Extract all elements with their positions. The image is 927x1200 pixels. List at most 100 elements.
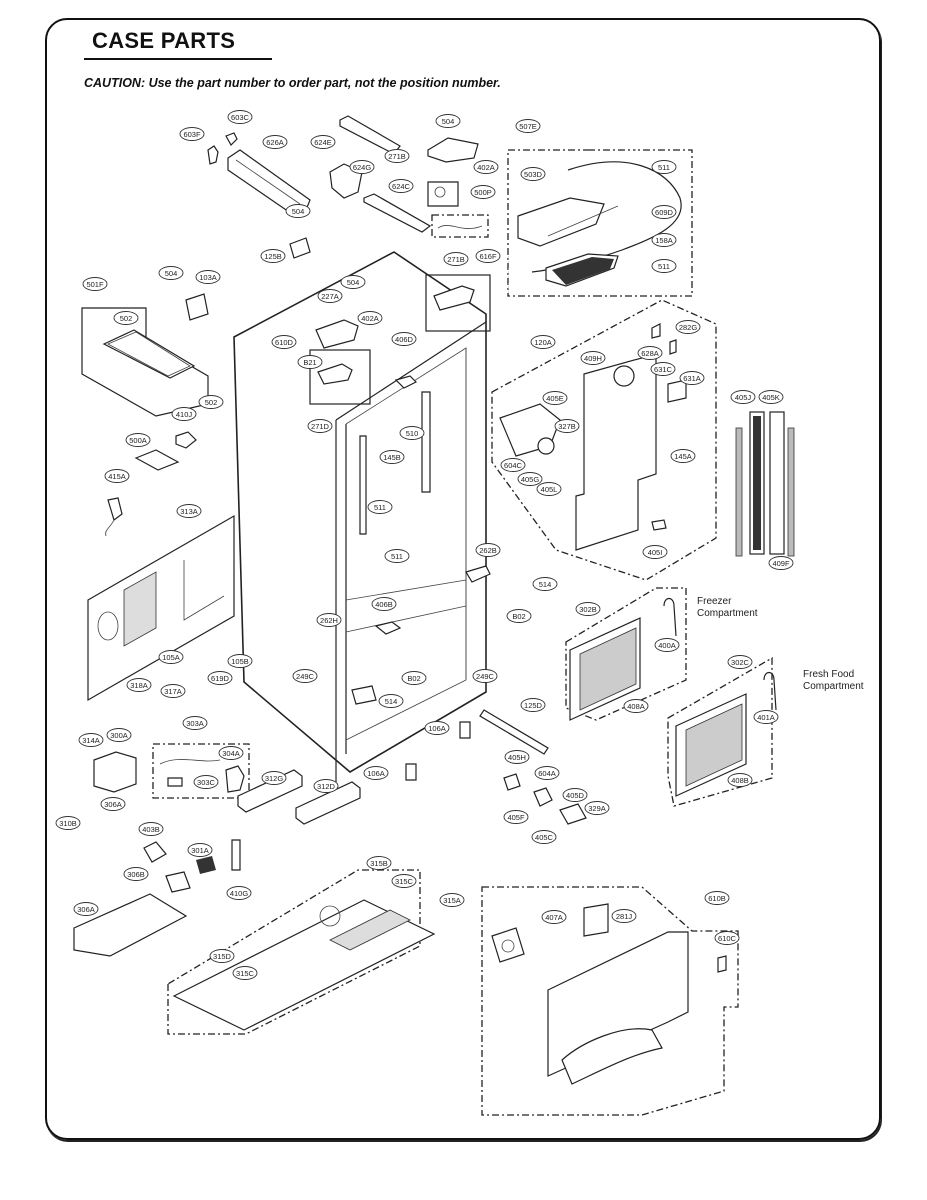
part-callout-610d: 610D	[271, 335, 297, 349]
callout-text: 628A	[641, 349, 659, 358]
callout-oval	[113, 311, 139, 325]
callout-oval	[388, 179, 414, 193]
callout-text: 405I	[648, 548, 663, 557]
part-callout-502: 502	[198, 395, 224, 409]
callout-oval	[391, 332, 417, 346]
part-callout-631a: 631A	[679, 371, 705, 385]
part-callout-609d: 609D	[651, 205, 677, 219]
part-callout-405l: 405L	[536, 482, 562, 496]
callout-oval	[651, 259, 677, 273]
callout-text: 504	[292, 207, 305, 216]
callout-oval	[435, 114, 461, 128]
callout-oval	[307, 419, 333, 433]
callout-oval	[227, 110, 253, 124]
callout-oval	[297, 355, 323, 369]
callout-oval	[554, 419, 580, 433]
callout-text: 262B	[479, 546, 497, 555]
callout-text: 145A	[674, 452, 692, 461]
part-callout-227a: 227A	[317, 289, 343, 303]
callout-text: 504	[347, 278, 360, 287]
callout-text: 400A	[658, 641, 676, 650]
callout-oval	[363, 766, 389, 780]
callout-text: 314A	[82, 736, 100, 745]
callout-text: 501F	[86, 280, 104, 289]
callout-text: 249C	[296, 672, 315, 681]
callout-text: 310B	[59, 819, 77, 828]
callout-oval	[473, 160, 499, 174]
callout-oval	[562, 788, 588, 802]
part-callout-410g: 410G	[226, 886, 252, 900]
callout-oval	[531, 830, 557, 844]
callout-text: 511	[658, 163, 670, 172]
callout-text: 306A	[104, 800, 122, 809]
callout-text: 610C	[718, 934, 737, 943]
part-callout-405c: 405C	[531, 830, 557, 844]
callout-oval	[313, 779, 339, 793]
callout-oval	[536, 482, 562, 496]
callout-oval	[651, 233, 677, 247]
fresh-food-evaporator-group	[667, 656, 777, 807]
part-callout-271b: 271B	[384, 149, 410, 163]
part-callout-306b: 306B	[123, 867, 149, 881]
callout-text: 402A	[361, 314, 379, 323]
part-callout-626a: 626A	[262, 135, 288, 149]
part-callout-616f: 616F	[475, 249, 501, 263]
callout-text: 302C	[731, 658, 750, 667]
callout-oval	[623, 699, 649, 713]
part-callout-409f: 409F	[768, 556, 794, 570]
part-callout-511: 511	[367, 500, 393, 514]
part-callout-302c: 302C	[727, 655, 753, 669]
part-callout-610b: 610B	[704, 891, 730, 905]
machine-compartment-parts	[73, 841, 216, 957]
callout-text: 315A	[443, 896, 461, 905]
part-callout-405f: 405F	[503, 810, 529, 824]
callout-oval	[506, 609, 532, 623]
callout-oval	[209, 949, 235, 963]
part-callout-b21: B21	[297, 355, 323, 369]
callout-oval	[651, 160, 677, 174]
callout-text: 271B	[447, 255, 465, 264]
part-callout-317a: 317A	[160, 684, 186, 698]
callout-text: 405F	[507, 813, 525, 822]
callout-text: 410J	[176, 410, 193, 419]
callout-text: 415A	[108, 472, 126, 481]
callout-text: 301A	[191, 846, 209, 855]
part-callout-302b: 302B	[575, 602, 601, 616]
callout-text: 408B	[731, 776, 749, 785]
callout-oval	[401, 671, 427, 685]
callout-oval	[123, 867, 149, 881]
freezer-evaporator-cover-group	[491, 299, 717, 581]
part-callout-511: 511	[651, 259, 677, 273]
part-callout-604a: 604A	[534, 766, 560, 780]
callout-oval	[654, 638, 680, 652]
callout-text: 313A	[180, 507, 198, 516]
callout-text: B02	[512, 612, 525, 621]
callout-oval	[730, 390, 756, 404]
callout-oval	[399, 426, 425, 440]
part-callout-271d: 271D	[307, 419, 333, 433]
callout-oval	[768, 556, 794, 570]
callout-text: 306B	[127, 870, 145, 879]
part-callout-271b: 271B	[443, 252, 469, 266]
part-callout-409h: 409H	[580, 351, 606, 365]
callout-oval	[727, 655, 753, 669]
part-callout-158a: 158A	[651, 233, 677, 247]
part-callout-406b: 406B	[371, 597, 397, 611]
part-callout-106a: 106A	[363, 766, 389, 780]
fresh-food-label-line1: Fresh Food	[803, 669, 854, 680]
part-callout-281j: 281J	[611, 909, 637, 923]
part-callout-105b: 105B	[227, 654, 253, 668]
callout-oval	[651, 205, 677, 219]
callout-oval	[379, 450, 405, 464]
callout-text: 408A	[627, 702, 645, 711]
part-callout-405i: 405I	[642, 545, 668, 559]
callout-oval	[100, 797, 126, 811]
callout-oval	[176, 504, 202, 518]
part-callout-315c: 315C	[232, 966, 258, 980]
callout-oval	[271, 335, 297, 349]
diagram-frame	[45, 18, 881, 1140]
callout-oval	[758, 390, 784, 404]
callout-oval	[575, 602, 601, 616]
part-callout-500a: 500A	[125, 433, 151, 447]
part-callout-619d: 619D	[207, 671, 233, 685]
